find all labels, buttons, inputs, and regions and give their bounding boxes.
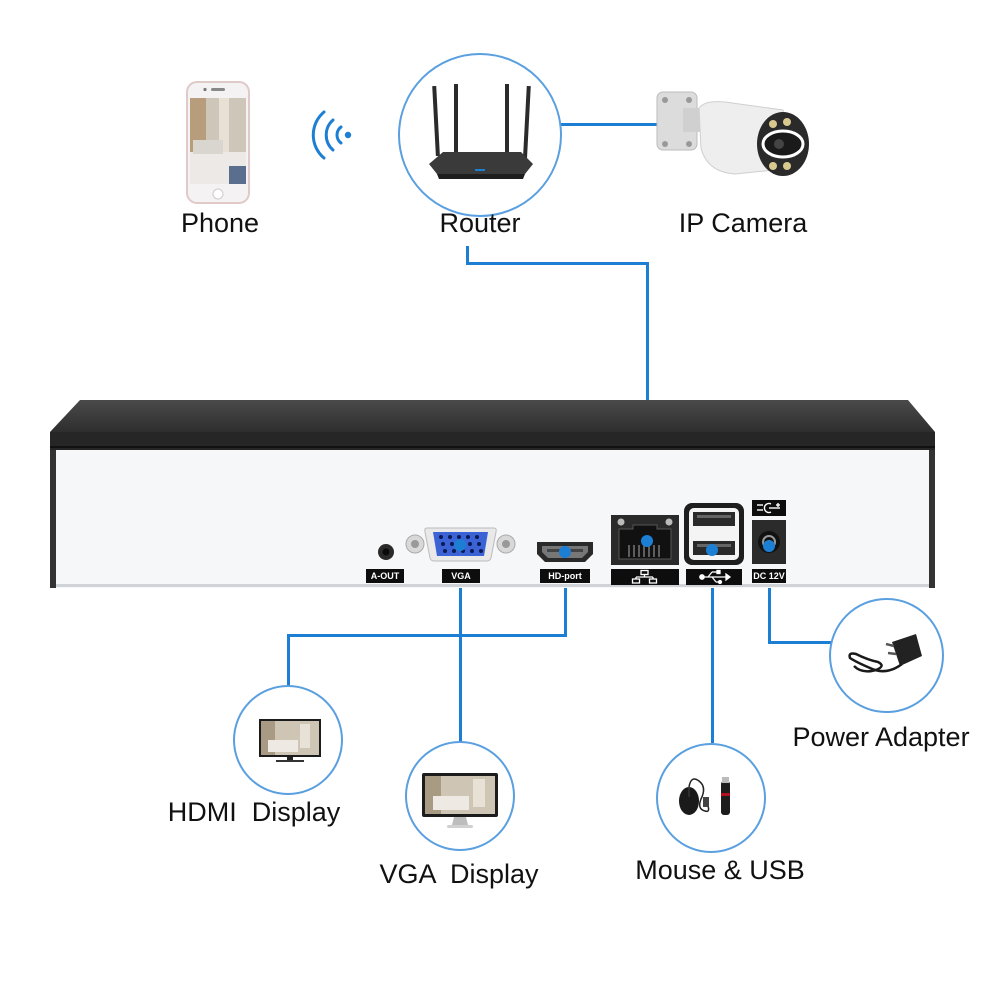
bullet-camera-icon (656, 91, 809, 176)
power-adapter-device (846, 628, 926, 678)
smartphone-icon (186, 81, 250, 204)
port-usb (684, 503, 744, 565)
port-label-dc: DC 12V (752, 569, 786, 583)
connector-dot-lan (641, 535, 653, 547)
router-circle (398, 53, 562, 217)
power-adapter-icon (848, 634, 922, 673)
wire-vga-display (459, 546, 462, 742)
ip-camera-device (655, 88, 815, 188)
port-label-a-out: A-OUT (366, 569, 404, 583)
mouse-usb-label: Mouse & USB (635, 855, 805, 885)
port-label-vga: VGA (442, 569, 480, 583)
vga-display-label: VGA Display (379, 859, 539, 889)
wire-usb-mouse (711, 550, 714, 743)
port-label-lan (611, 569, 679, 585)
connector-dot-dc (763, 540, 775, 552)
wire-router-camera (560, 123, 690, 126)
port-label-hdmi: HD-port (540, 569, 590, 583)
phone-label: Phone (180, 208, 260, 238)
ip-camera-label: IP Camera (678, 208, 808, 238)
router-icon (429, 84, 533, 179)
port-audio-out (376, 542, 396, 562)
nvr-recorder (50, 398, 935, 590)
dc-polarity-label (752, 500, 786, 516)
audio-jack-icon (378, 544, 394, 560)
mouse-usb-drive-icon (679, 777, 730, 815)
connector-dot-vga (454, 539, 466, 551)
mouse-usb-device (677, 775, 743, 819)
router-device (425, 80, 537, 190)
hdmi-display-device (258, 718, 322, 764)
connector-dot-hdmi (559, 546, 571, 558)
wifi-signal (300, 100, 360, 170)
hdmi-display-label: HDMI Display (167, 797, 341, 827)
dc-polarity-icon (757, 502, 780, 514)
connector-dot-usb (706, 544, 718, 556)
nvr-chassis (50, 400, 935, 588)
desktop-monitor-icon (422, 773, 498, 828)
power-adapter-circle (829, 598, 944, 713)
wifi-signal-icon (311, 110, 352, 160)
tv-monitor-icon (259, 719, 321, 762)
network-lan-icon (631, 569, 658, 584)
phone-device (185, 80, 251, 205)
usb-ports-icon (684, 503, 744, 565)
port-label-usb (686, 569, 742, 585)
router-label: Router (439, 208, 521, 238)
vga-display-device (421, 772, 499, 830)
mouse-usb-circle (656, 743, 766, 853)
power-adapter-label: Power Adapter (792, 722, 970, 752)
usb-symbol-icon (699, 569, 732, 585)
